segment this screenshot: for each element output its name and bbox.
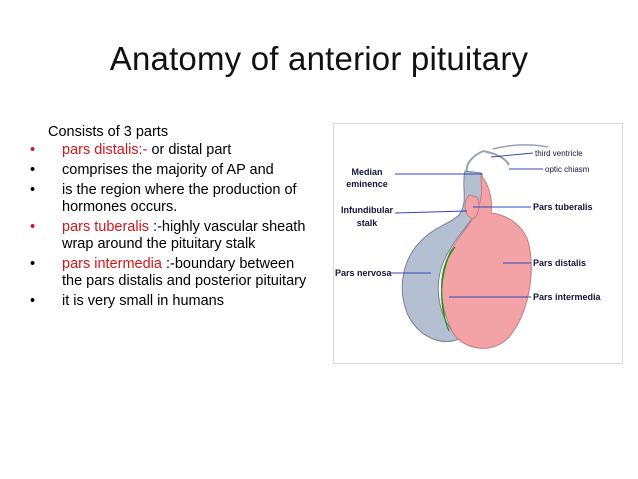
- bullet-item: • is the region where the production of …: [30, 182, 315, 216]
- bullet-text: :-highly vascular sheath wrap around the…: [62, 219, 306, 252]
- bullet-item: • comprises the majority of AP and: [30, 162, 315, 179]
- bullet-text: it is very small in humans: [62, 293, 224, 309]
- bullet-text: :-boundary between the pars distalis and…: [62, 256, 307, 289]
- label-pars-nervosa: Pars nervosa: [335, 268, 393, 278]
- label-optic-chiasm: optic chiasm: [545, 165, 590, 174]
- label-pars-tuberalis: Pars tuberalis: [533, 202, 593, 212]
- bullet-text: comprises the majority of AP and: [62, 162, 274, 178]
- bullet-marker: •: [30, 162, 36, 178]
- leader-line: [490, 152, 534, 158]
- bullet-highlight: pars intermedia: [62, 256, 162, 272]
- label-pars-distalis: Pars distalis: [533, 258, 586, 268]
- third-ventricle-outline: [465, 150, 510, 174]
- bullet-text: is the region where the production of ho…: [62, 182, 297, 215]
- pars-tuberalis-shape: [464, 194, 480, 220]
- bullet-marker: •: [30, 293, 36, 309]
- bullet-item: • pars tuberalis :-highly vascular sheat…: [30, 219, 315, 253]
- bullet-item: • pars distalis:- or distal part: [30, 142, 315, 159]
- intro-text: Consists of 3 parts: [48, 124, 169, 140]
- label-infundibular: Infundibular: [341, 205, 393, 215]
- optic-chiasm-outline: [492, 144, 549, 150]
- bullet-marker: •: [30, 182, 36, 198]
- bullet-marker: •: [30, 256, 36, 272]
- bullet-marker: •: [30, 219, 36, 235]
- bullet-highlight: pars distalis:-: [62, 142, 148, 158]
- slide-title: Anatomy of anterior pituitary: [109, 40, 529, 77]
- bullet-item: • it is very small in humans: [30, 293, 315, 310]
- pituitary-diagram: Median eminence Infundibular stalk Pars …: [333, 123, 623, 364]
- leader-lines: [391, 152, 543, 298]
- label-stalk: stalk: [357, 218, 379, 228]
- bullet-list: • pars distalis:- or distal part • compr…: [30, 142, 315, 313]
- label-median: Median: [351, 167, 382, 177]
- bullet-marker: •: [30, 142, 36, 158]
- label-third-ventricle: third ventricle: [535, 149, 583, 158]
- bullet-text: or distal part: [147, 142, 232, 158]
- pars-intermedia-shape: [441, 246, 456, 332]
- leader-line: [394, 210, 468, 214]
- label-eminence: eminence: [346, 179, 388, 189]
- label-pars-intermedia: Pars intermedia: [533, 292, 602, 302]
- bullet-item: • pars intermedia :-boundary between the…: [30, 256, 315, 290]
- bullet-highlight: pars tuberalis: [62, 219, 150, 235]
